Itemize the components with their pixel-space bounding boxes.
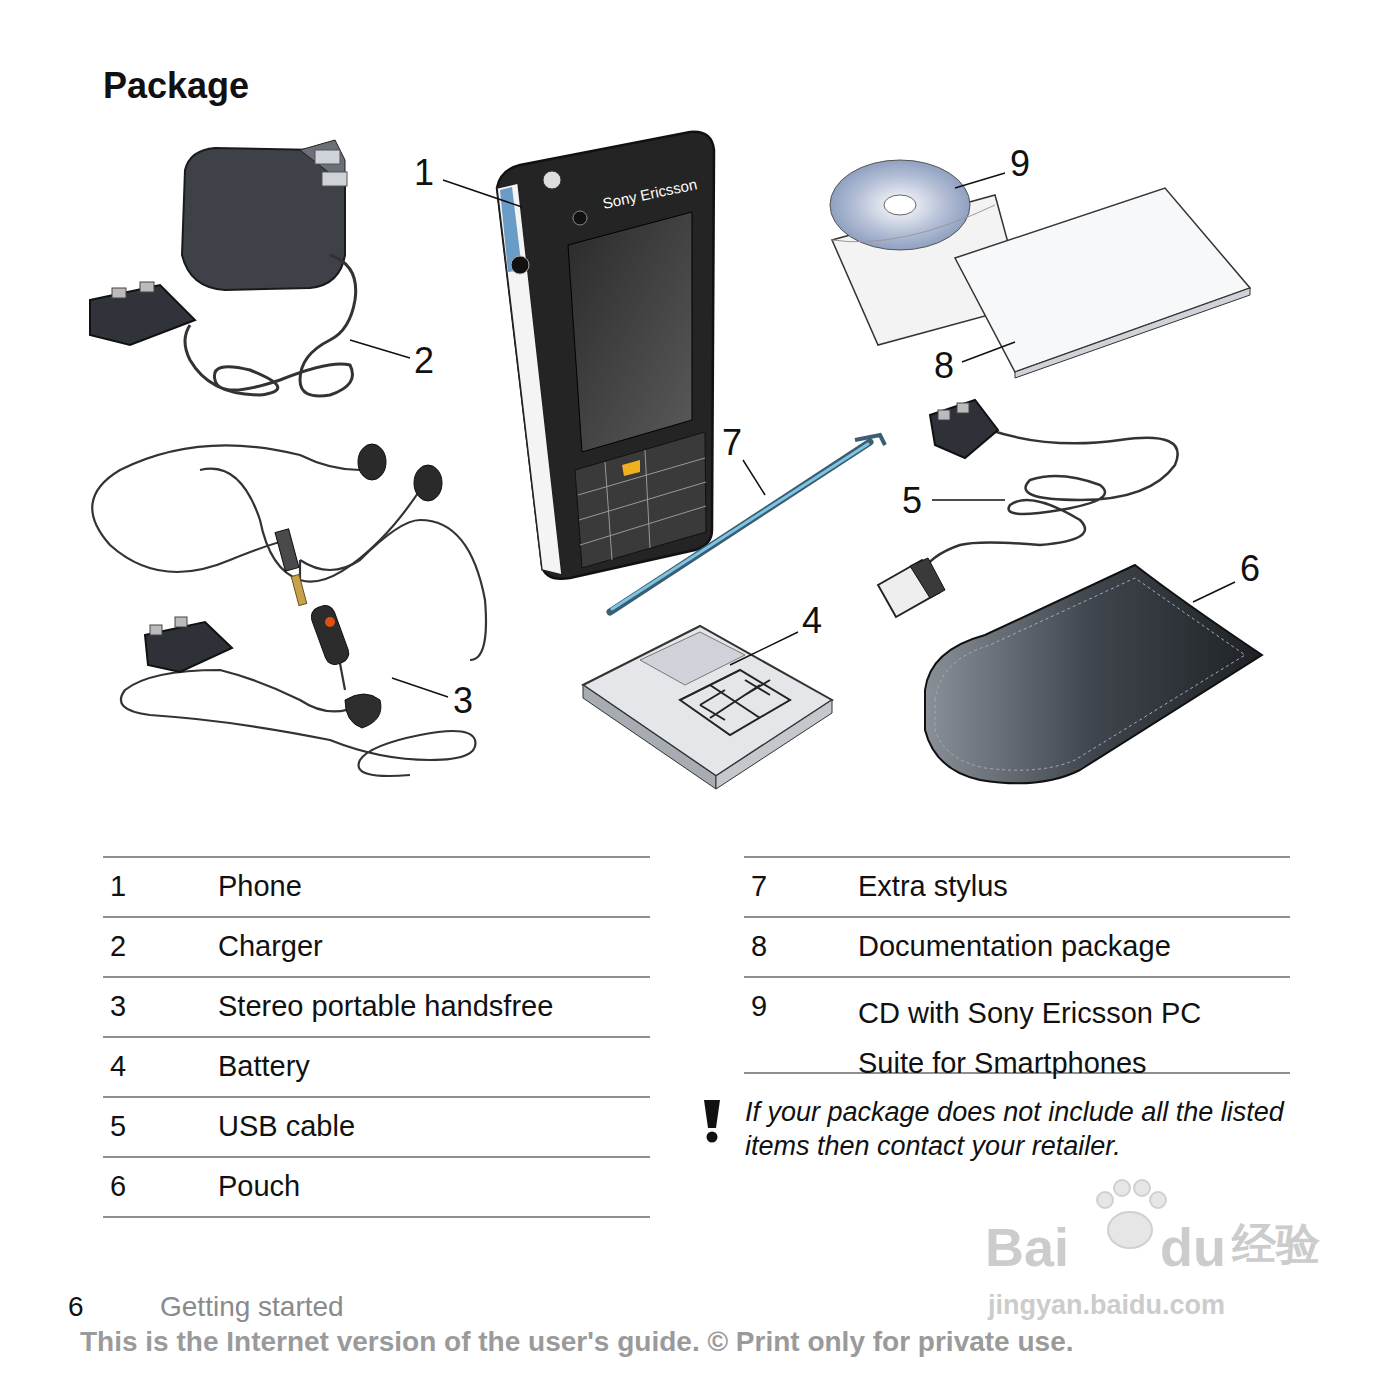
callout-number: 7 <box>722 421 742 464</box>
table-cell: 4 <box>110 1049 126 1084</box>
callout-number: 8 <box>934 344 954 387</box>
stylus-drawing <box>610 435 885 612</box>
battery-drawing <box>583 626 832 789</box>
table-cell: Stereo portable handsfree <box>218 989 553 1024</box>
table-cell: Charger <box>218 929 323 964</box>
phone-drawing <box>497 132 714 579</box>
table-cell: CD with Sony Ericsson PC Suite for Smart… <box>858 989 1258 1089</box>
table-cell: 7 <box>751 869 767 904</box>
callout-number: 1 <box>414 151 434 194</box>
charger-drawing <box>90 140 356 396</box>
table-cell: 3 <box>110 989 126 1024</box>
watermark: 经验 <box>1232 1218 1320 1271</box>
table-cell: Extra stylus <box>858 869 1008 904</box>
watermark-paw <box>1097 1180 1166 1248</box>
table-cell: 2 <box>110 929 126 964</box>
note-text: If your package does not include all the… <box>745 1096 1290 1164</box>
watermark: Bai <box>985 1215 1069 1280</box>
handsfree-parts <box>145 444 442 728</box>
table-cell: Pouch <box>218 1169 300 1204</box>
callout-number: 3 <box>453 679 473 722</box>
table-cell: 9 <box>751 989 767 1024</box>
pouch-drawing <box>925 565 1262 783</box>
note-icon <box>704 1100 720 1143</box>
table-cell: 1 <box>110 869 126 904</box>
handsfree-drawing <box>92 445 486 776</box>
watermark: du <box>1160 1215 1226 1280</box>
page-number: 6 <box>68 1290 84 1324</box>
callout-number: 9 <box>1010 142 1030 185</box>
table-cell: Phone <box>218 869 302 904</box>
watermark: jingyan.baidu.com <box>988 1289 1225 1321</box>
page-title: Package <box>103 64 249 107</box>
leader-lines <box>350 173 1235 697</box>
table-cell: 5 <box>110 1109 126 1144</box>
callout-number: 2 <box>414 339 434 382</box>
callout-number: 4 <box>802 599 822 642</box>
documentation-drawing <box>830 160 1250 378</box>
table-cell: Documentation package <box>858 929 1171 964</box>
section-name: Getting started <box>160 1290 344 1324</box>
table-rules <box>103 857 1290 1217</box>
table-cell: Battery <box>218 1049 310 1084</box>
callout-number: 6 <box>1240 547 1260 590</box>
copyright-notice: This is the Internet version of the user… <box>80 1325 1073 1359</box>
table-cell: 8 <box>751 929 767 964</box>
table-cell: 6 <box>110 1169 126 1204</box>
callout-number: 5 <box>902 479 922 522</box>
table-cell: USB cable <box>218 1109 355 1144</box>
